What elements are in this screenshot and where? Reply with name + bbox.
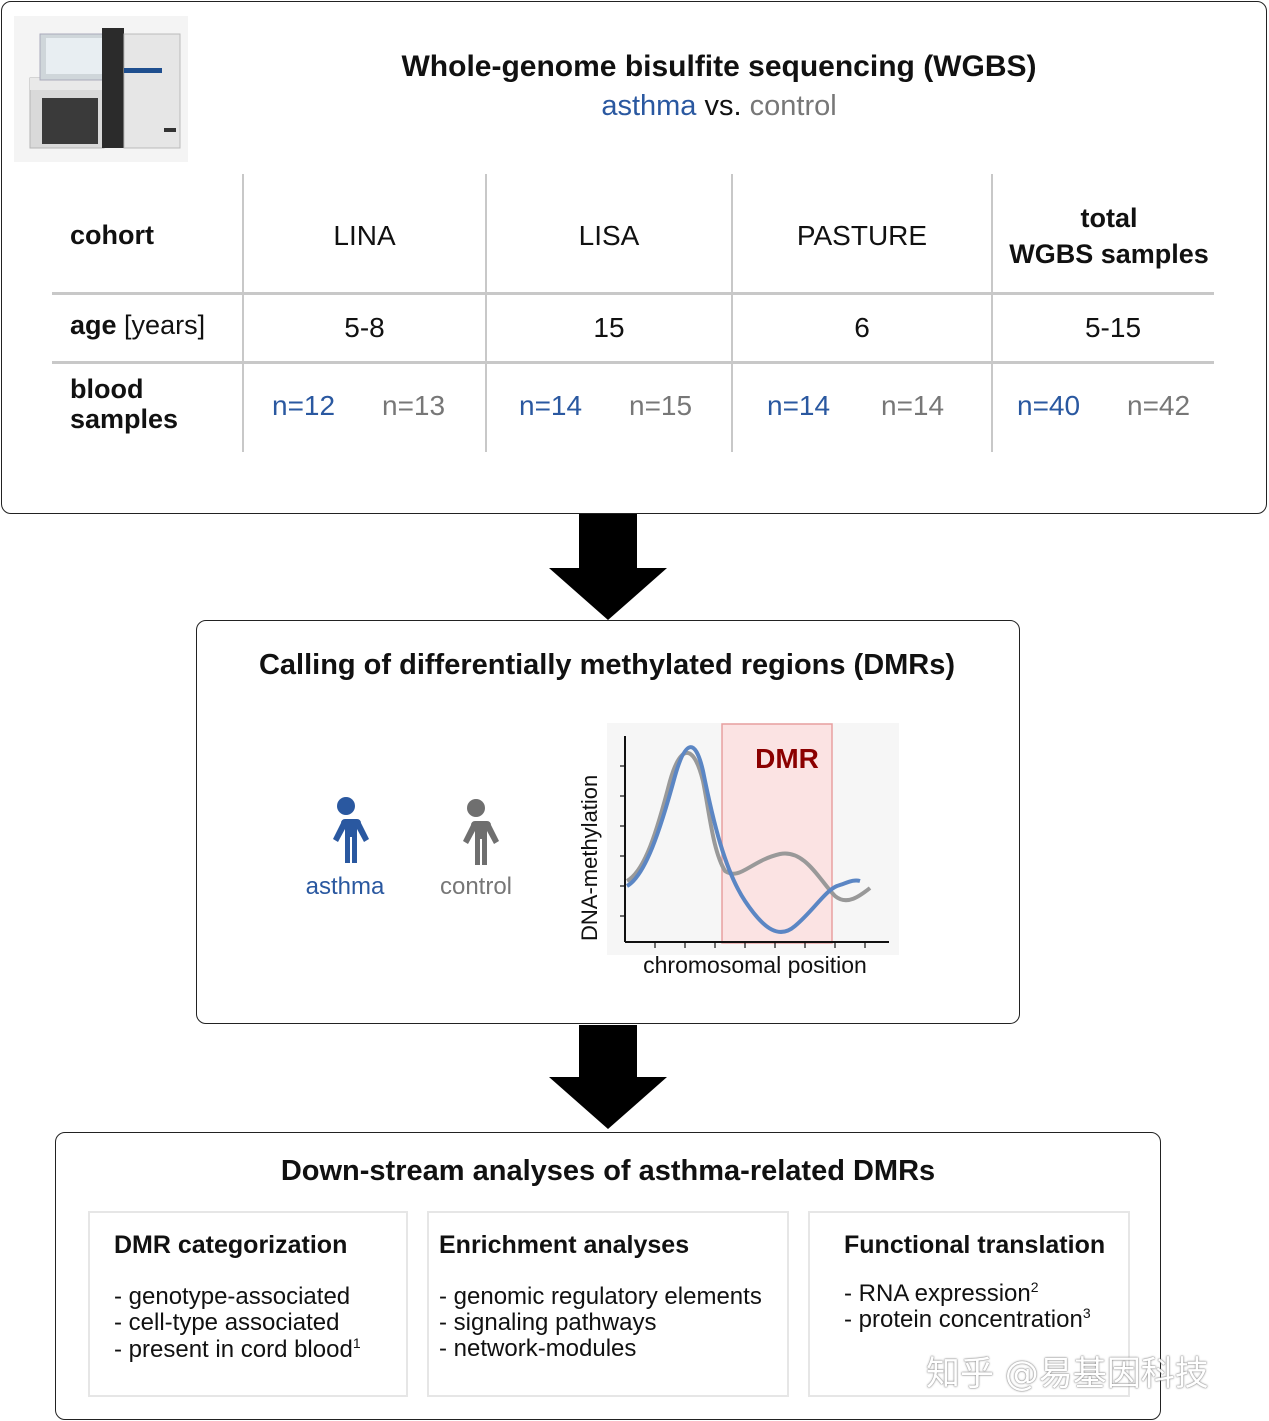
list-item: - present in cord blood1 xyxy=(114,1335,361,1363)
table-divider xyxy=(731,174,733,452)
dmr-region-label: DMR xyxy=(755,743,819,774)
header-cohort: cohort xyxy=(70,220,154,250)
table-divider xyxy=(991,174,993,452)
dmr-calling-title: Calling of differentially methylated reg… xyxy=(258,649,956,681)
box-title: Enrichment analyses xyxy=(439,1231,690,1259)
pasture-asthma-n: n=14 xyxy=(767,390,831,421)
asthma-label: asthma xyxy=(305,873,385,900)
total-asthma-n: n=40 xyxy=(1017,390,1081,421)
row-label-blood-samples: blood samples xyxy=(70,374,178,434)
plot-x-label: chromosomal position xyxy=(643,952,867,978)
total-control-n: n=42 xyxy=(1127,390,1191,421)
watermark: 知乎 @易基因科技 xyxy=(926,1354,1209,1394)
list-item: - genotype-associated xyxy=(114,1283,351,1310)
table-divider xyxy=(242,174,244,452)
table-divider xyxy=(52,361,1214,364)
age-lina: 5-8 xyxy=(344,312,385,343)
subtitle-vs: vs. xyxy=(704,90,742,122)
sequencer-machine-icon xyxy=(14,16,188,162)
list-item: - network-modules xyxy=(439,1335,637,1362)
down-arrow xyxy=(549,514,667,620)
lisa-control-n: n=15 xyxy=(629,390,693,421)
enrichment-analyses-box: Enrichment analyses - genomic regulatory… xyxy=(427,1211,789,1397)
header-total: total WGBS samples xyxy=(993,200,1225,272)
x-ticks xyxy=(654,942,866,948)
control-label: control xyxy=(439,873,513,900)
header-total-line1: total xyxy=(1080,203,1138,233)
control-curve xyxy=(625,750,872,903)
lina-control-n: n=13 xyxy=(382,390,446,421)
footnote-ref: 2 xyxy=(1030,1279,1039,1295)
control-person-icon xyxy=(463,799,499,865)
y-ticks xyxy=(620,765,625,917)
blood-label-2: samples xyxy=(70,404,179,434)
list-item: - cell-type associated xyxy=(114,1309,340,1336)
lina-asthma-n: n=12 xyxy=(272,390,336,421)
dmr-calling-panel: Calling of differentially methylated reg… xyxy=(196,620,1020,1024)
downstream-title: Down-stream analyses of asthma-related D… xyxy=(280,1155,936,1187)
wgbs-panel: Whole-genome bisulfite sequencing (WGBS)… xyxy=(1,1,1267,514)
age-lisa: 15 xyxy=(593,312,625,343)
age-total: 5-15 xyxy=(1084,312,1142,343)
footnote-ref: 3 xyxy=(1082,1305,1091,1321)
box-title: Functional translation xyxy=(844,1231,1106,1259)
wgbs-subtitle: asthma vs. control xyxy=(302,90,1136,123)
down-arrow xyxy=(549,1025,667,1129)
asthma-person-icon xyxy=(333,797,369,863)
wgbs-title: Whole-genome bisulfite sequencing (WGBS) xyxy=(401,50,1037,83)
list-item: - signaling pathways xyxy=(439,1309,657,1336)
plot-y-label: DNA-methylation xyxy=(577,774,602,941)
pasture-control-n: n=14 xyxy=(881,390,945,421)
dmr-categorization-box: DMR categorization - genotype-associated… xyxy=(88,1211,408,1397)
age-label: age xyxy=(70,310,117,340)
table-divider xyxy=(52,292,1214,295)
age-unit: [years] xyxy=(124,310,206,340)
cohort-pasture: PASTURE xyxy=(796,220,928,251)
table-divider xyxy=(485,174,487,452)
footnote-ref: 1 xyxy=(352,1335,361,1351)
list-item: - genomic regulatory elements xyxy=(439,1283,762,1310)
methylation-plot: DMR DNA-methylation chromosomal position xyxy=(575,721,901,985)
list-item: - protein concentration3 xyxy=(844,1305,1091,1333)
plot-y-label-wrap: DNA-methylation xyxy=(567,774,615,943)
cohort-lisa: LISA xyxy=(578,220,640,251)
box-title: DMR categorization xyxy=(114,1231,348,1259)
downstream-panel: Down-stream analyses of asthma-related D… xyxy=(55,1132,1161,1420)
subtitle-control: control xyxy=(749,90,837,122)
blood-label-1: blood xyxy=(70,374,144,404)
lisa-asthma-n: n=14 xyxy=(519,390,583,421)
asthma-curve xyxy=(625,745,861,934)
row-label-age: age [years] xyxy=(70,310,205,341)
age-pasture: 6 xyxy=(854,312,870,343)
list-item: - RNA expression2 xyxy=(844,1279,1039,1307)
functional-translation-box: Functional translation - RNA expression2… xyxy=(808,1211,1130,1397)
subtitle-asthma: asthma xyxy=(601,90,697,122)
cohort-lina: LINA xyxy=(333,220,396,251)
header-total-line2: WGBS samples xyxy=(1009,239,1209,269)
